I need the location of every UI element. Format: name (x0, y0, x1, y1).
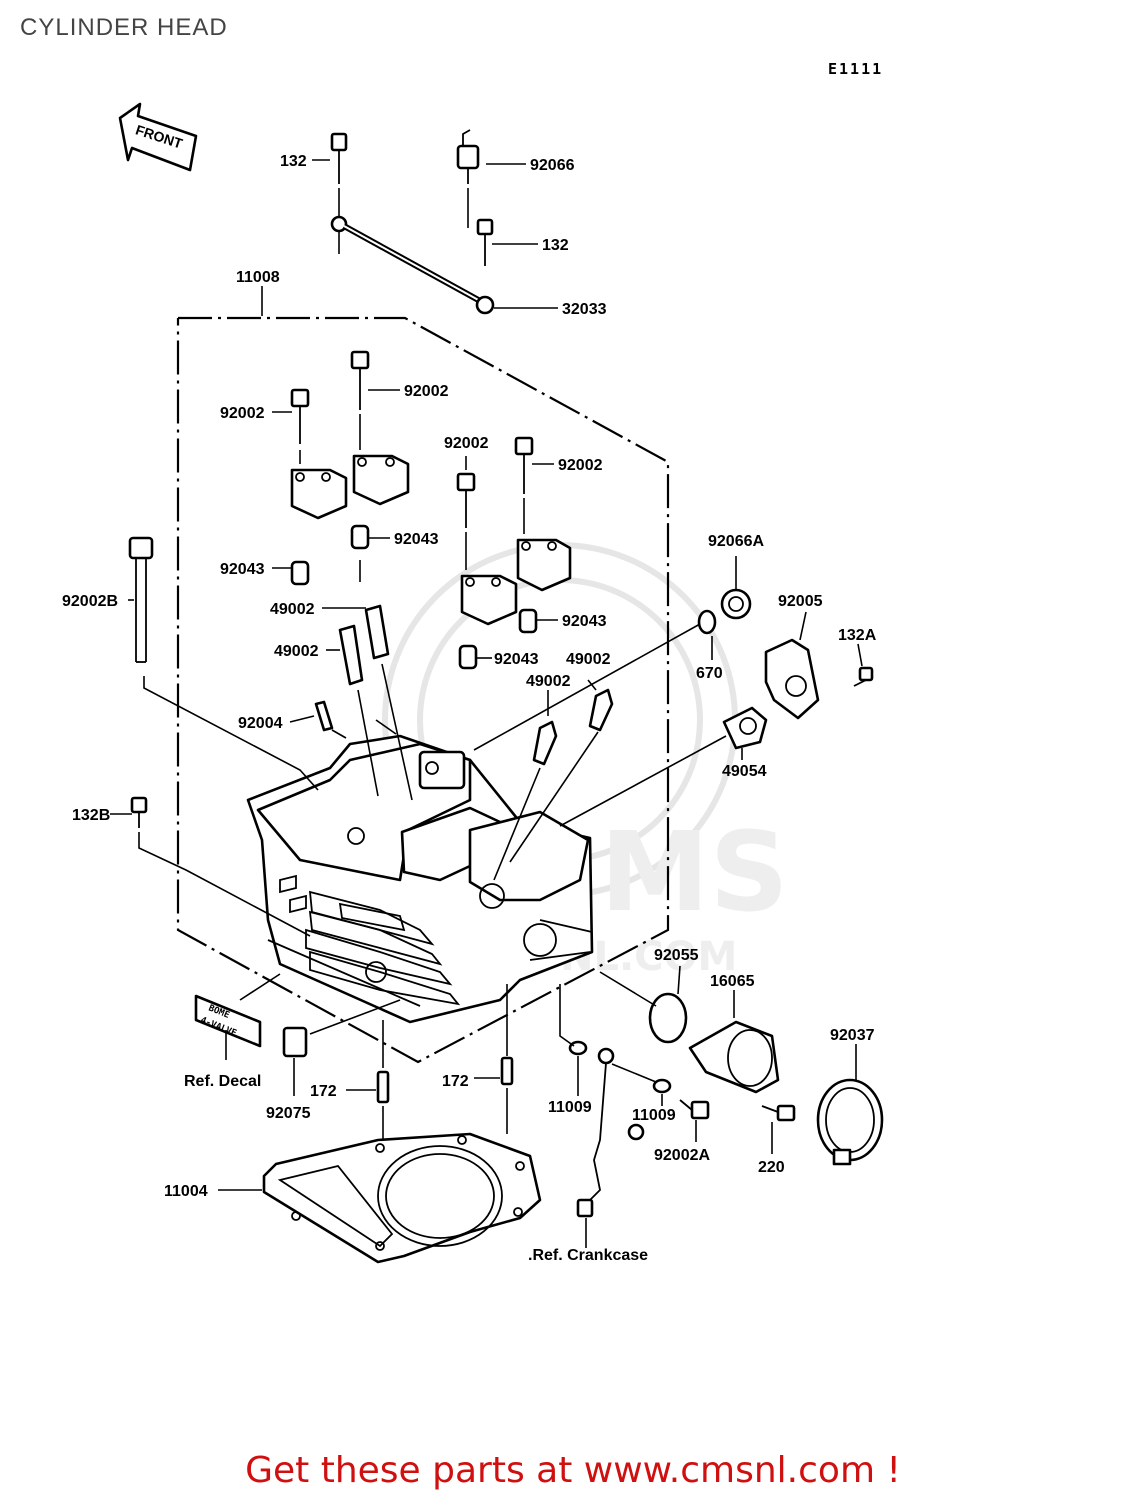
label-ref-decal: Ref. Decal (184, 1073, 261, 1090)
bolt-132B (130, 796, 148, 828)
head-gasket-11004 (262, 1132, 542, 1264)
decal-4-valve: BOME 4-VALVE (194, 994, 262, 1048)
label-92002-d: 92002 (558, 457, 603, 474)
label-132-right: 132 (542, 237, 569, 254)
label-92043-b: 92043 (220, 561, 265, 578)
svg-text:MS: MS (600, 808, 789, 936)
diagram-code: E1111 (828, 60, 883, 78)
camshaft-cap-left (290, 388, 348, 520)
dowel-pin-92043-b (350, 524, 370, 550)
label-32033: 32033 (562, 301, 607, 318)
label-11009-left: 11009 (548, 1099, 592, 1116)
leader-lines (110, 159, 863, 1248)
camshaft-cap-right-lower (456, 472, 518, 626)
label-92043-c: 92043 (562, 613, 607, 630)
label-11004: 11004 (164, 1183, 208, 1200)
bolt-132-right (476, 218, 494, 266)
label-172-left: 172 (310, 1083, 337, 1100)
front-arrow-icon: FRONT (118, 102, 198, 172)
label-92002-c: 92002 (444, 435, 489, 452)
page-title: CYLINDER HEAD (20, 14, 228, 41)
label-172-right: 172 (442, 1073, 469, 1090)
dowel-pin-92043-c (518, 608, 538, 634)
label-11008: 11008 (236, 269, 280, 286)
label-670: 670 (696, 665, 723, 682)
o-ring-670 (697, 609, 717, 635)
bolt-92002A (679, 1099, 710, 1120)
part-92075 (282, 1026, 308, 1058)
label-132B: 132B (72, 807, 110, 824)
clamp-92037 (816, 1078, 884, 1166)
label-92002-a: 92002 (404, 383, 449, 400)
valve-guides-49002 (338, 604, 614, 766)
label-92004: 92004 (238, 715, 283, 732)
stud-92002B (128, 536, 154, 663)
label-132A: 132A (838, 627, 877, 644)
sensor-92066 (456, 129, 480, 184)
label-92037: 92037 (830, 1027, 875, 1044)
cylinder-head-body (246, 734, 594, 1024)
label-49002-c: 49002 (566, 651, 611, 668)
o-ring-92055 (648, 992, 688, 1044)
label-92002-b: 92002 (220, 405, 265, 422)
label-49002-a: 49002 (270, 601, 315, 618)
camshaft-cap-mid (350, 350, 410, 506)
label-49002-d: 49002 (526, 673, 571, 690)
label-92066A: 92066A (708, 533, 764, 550)
plug-92066A (720, 588, 752, 620)
label-ref-crankcase: .Ref. Crankcase (528, 1247, 648, 1264)
label-49002-b: 49002 (274, 643, 319, 660)
carburetor-holder-16065 (688, 1020, 780, 1094)
label-92055: 92055 (654, 947, 699, 964)
camshaft-cap-right-upper (514, 436, 572, 592)
oil-pipe-32033 (330, 215, 495, 315)
label-92075: 92075 (266, 1105, 311, 1122)
bolt-220 (761, 1104, 796, 1122)
stud-172-left (376, 1070, 390, 1104)
label-92043-d: 92043 (494, 651, 539, 668)
head-assembly-frame (176, 316, 670, 1064)
label-92002A: 92002A (654, 1147, 710, 1164)
label-92043-a: 92043 (394, 531, 439, 548)
label-220: 220 (758, 1159, 785, 1176)
oil-line-11009 (568, 1040, 672, 1218)
label-92002B: 92002B (62, 593, 118, 610)
dowel-pin-92043-d (458, 644, 478, 670)
label-11009-right: 11009 (632, 1107, 676, 1124)
dowel-pin-92043-a (290, 560, 310, 586)
thermostat-cover-92005 (764, 638, 820, 720)
label-92066: 92066 (530, 157, 575, 174)
bolt-132-top (330, 132, 348, 184)
stud-92004 (314, 700, 334, 732)
bolt-132A (853, 666, 874, 687)
label-92005: 92005 (778, 593, 823, 610)
footer-link-banner[interactable]: Get these parts at www.cmsnl.com ! (245, 1450, 901, 1491)
thermostat-49054 (722, 706, 768, 750)
label-16065: 16065 (710, 973, 755, 990)
label-132-top-left: 132 (280, 153, 307, 170)
stud-172-right (500, 1056, 514, 1086)
label-49054: 49054 (722, 763, 767, 780)
